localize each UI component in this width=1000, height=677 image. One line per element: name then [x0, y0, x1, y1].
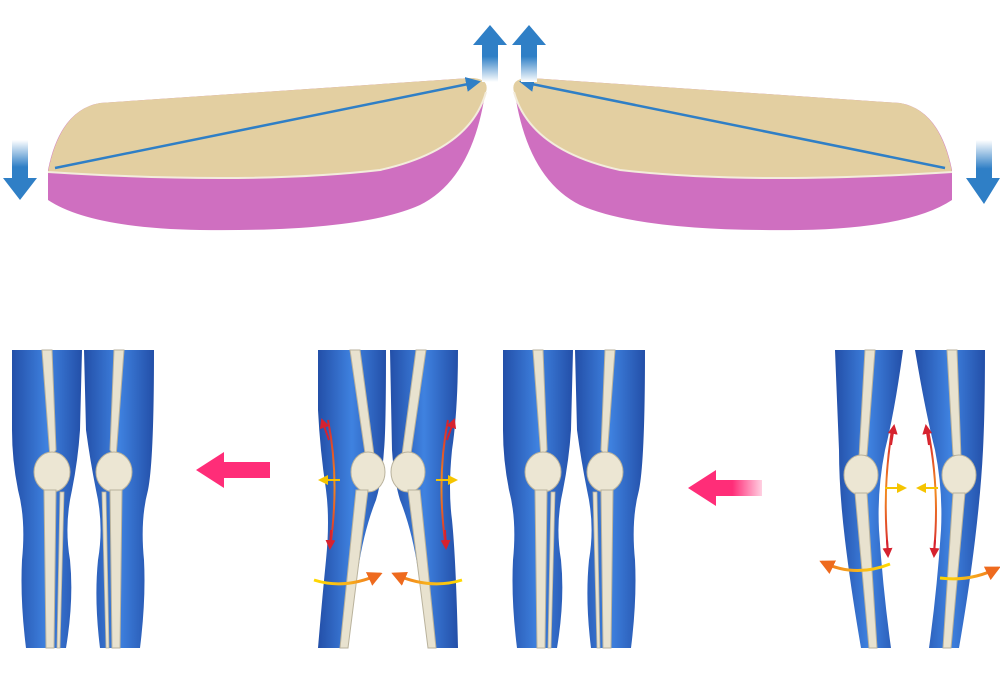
arrow-up-right-icon	[512, 25, 546, 82]
arrow-down-right-icon	[966, 140, 1000, 204]
bow-leg-force-arrows	[819, 424, 1000, 581]
pink-arrow-left-1-icon	[196, 452, 270, 488]
pink-arrow-left-2-icon	[688, 470, 762, 506]
legs-knock-knee	[318, 349, 458, 649]
insole-left-slope-arrow	[54, 77, 481, 170]
legs-bow-leg	[835, 349, 985, 649]
insole-right-slope-arrow	[519, 77, 946, 170]
arrow-up-left-icon	[473, 25, 507, 82]
arrow-down-left-icon	[3, 140, 37, 200]
legs-corrected-straight-right	[502, 349, 646, 649]
insole-left	[47, 77, 487, 231]
knock-knee-force-arrows	[313, 418, 463, 586]
legs-corrected-straight-left	[11, 349, 155, 649]
insole-right	[513, 77, 953, 231]
